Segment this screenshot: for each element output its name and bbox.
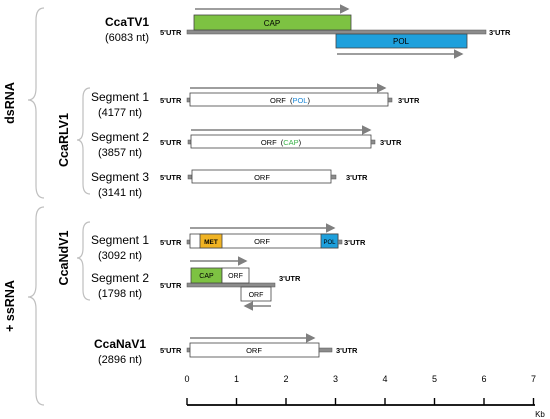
group-label-dsrna: dsRNA xyxy=(3,82,17,124)
rlv1-segment2-genome: ORF (CAP) 5'UTR 3'UTR xyxy=(160,125,402,149)
ccanav1-5utr: 5'UTR xyxy=(160,346,182,355)
ndv1-seg2-cap-label: CAP xyxy=(199,273,214,280)
segment-name-rlv1: Segment 1 xyxy=(91,90,149,104)
scale-tick-label-0: 0 xyxy=(184,374,189,384)
segment-name-rlv3: Segment 3 xyxy=(91,170,149,184)
ndv1-seg1-utr3 xyxy=(337,239,343,245)
rlv1-seg3-utr3 xyxy=(330,174,337,180)
rlv1-seg2-3utr: 3'UTR xyxy=(380,138,402,147)
ccatv1-3utr: 3'UTR xyxy=(489,28,511,37)
scale-axis-unit: Kb xyxy=(535,410,545,419)
ndv1-seg1-pol-label: POL xyxy=(323,240,336,246)
rlv1-seg1-utr3 xyxy=(387,97,393,103)
rlv1-seg2-orf-label: ORF (CAP) xyxy=(261,138,302,147)
segment-name-ndv2: Segment 2 xyxy=(91,271,149,285)
ndv1-seg1-met-domain xyxy=(199,233,223,249)
rlv1-segment1-genome: ORF (POL) 5'UTR 3'UTR xyxy=(160,83,420,107)
ssrna-brace xyxy=(27,206,45,406)
rlv1-seg1-3utr: 3'UTR xyxy=(398,96,420,105)
scale-tick-label-2: 2 xyxy=(283,374,288,384)
rlv1-segment3-genome: ORF 5'UTR 3'UTR xyxy=(160,169,368,184)
scale-tick-label-5: 5 xyxy=(432,374,437,384)
segment-length-ndv1: (3092 nt) xyxy=(98,250,142,262)
ndv1-seg1-met-label: MET xyxy=(204,239,218,246)
rlv1-seg3-5utr: 5'UTR xyxy=(160,173,182,182)
ndv1-seg1-3utr: 3'UTR xyxy=(344,238,366,247)
segment-length-ndv2: (1798 nt) xyxy=(98,288,142,300)
ccarlv1-brace xyxy=(76,87,91,195)
ccatv1-pol-label: POL xyxy=(393,37,410,46)
segment-length-rlv2: (3857 nt) xyxy=(98,147,142,159)
ndv1-seg2-5utr: 5'UTR xyxy=(160,281,182,290)
segment-name-rlv2: Segment 2 xyxy=(91,130,149,144)
ccanav1-genome: ORF 5'UTR 3'UTR xyxy=(160,333,358,358)
ndv1-seg2-3utr: 3'UTR xyxy=(279,274,301,283)
virus-name-ccanav1: CcaNaV1 xyxy=(94,337,146,351)
virus-length-ccatv1: (6083 nt) xyxy=(105,32,149,44)
ndv1-seg2-orf1-label: ORF xyxy=(228,273,243,280)
scale-tick-label-4: 4 xyxy=(382,374,387,384)
ccanav1-3utr: 3'UTR xyxy=(336,346,358,355)
segment-length-rlv3: (3141 nt) xyxy=(98,187,142,199)
scale-tick-label-6: 6 xyxy=(481,374,486,384)
ndv1-seg1-5utr: 5'UTR xyxy=(160,238,182,247)
rlv1-seg3-3utr: 3'UTR xyxy=(346,173,368,182)
ccatv1-pol-orf xyxy=(335,33,468,49)
ndv1-seg2-orf1 xyxy=(221,267,250,284)
rlv1-seg1-5utr: 5'UTR xyxy=(160,96,182,105)
rlv1-seg2-5utr: 5'UTR xyxy=(160,138,182,147)
ccanav1-utr3 xyxy=(318,347,333,353)
segment-length-rlv1: (4177 nt) xyxy=(98,107,142,119)
rlv1-seg3-orf-label: ORF xyxy=(254,173,270,182)
ndv1-seg2-orf2-reverse xyxy=(240,286,272,302)
scale-axis: 0 1 2 3 4 5 6 7 Kb xyxy=(184,374,545,419)
scale-axis-ticks: 0 1 2 3 4 5 6 7 xyxy=(184,374,536,405)
ndv1-segment2-genome: CAP ORF ORF 5'UTR 3'UTR xyxy=(160,256,301,311)
ccatv1-genome: CAP POL 5'UTR 3'UTR xyxy=(160,4,511,59)
virus-length-ccanav1: (2896 nt) xyxy=(98,354,142,366)
dsrna-brace xyxy=(27,7,45,199)
ccatv1-5utr: 5'UTR xyxy=(160,28,182,37)
ndv1-seg2-line xyxy=(186,282,276,288)
rlv1-seg1-orf-label: ORF (POL) xyxy=(270,96,310,105)
subgroup-label-ccarlv1: CcaRLV1 xyxy=(57,113,71,167)
scale-tick-label-1: 1 xyxy=(234,374,239,384)
subgroup-label-ccandv1: CcaNdV1 xyxy=(57,231,71,286)
segment-name-ndv1: Segment 1 xyxy=(91,233,149,247)
scale-tick-label-3: 3 xyxy=(333,374,338,384)
rlv1-seg3-utr5 xyxy=(187,174,193,180)
ndv1-seg2-orf2-label: ORF xyxy=(249,292,264,299)
ccanav1-orf-label: ORF xyxy=(246,346,262,355)
ndv1-segment1-genome: MET POL ORF 5'UTR 3'UTR xyxy=(160,223,366,249)
ccatv1-utr-line xyxy=(186,29,487,35)
virus-name-ccatv1: CcaTV1 xyxy=(105,15,149,29)
rlv1-seg2-utr3 xyxy=(370,139,376,145)
scale-tick-label-7: 7 xyxy=(531,374,536,384)
group-label-ssrna: + ssRNA xyxy=(3,280,17,332)
ndv1-seg1-orf-label: ORF xyxy=(254,237,270,246)
ccatv1-cap-label: CAP xyxy=(264,19,280,28)
ccandv1-brace xyxy=(76,221,91,301)
ccatv1-cap-orf xyxy=(193,14,352,31)
